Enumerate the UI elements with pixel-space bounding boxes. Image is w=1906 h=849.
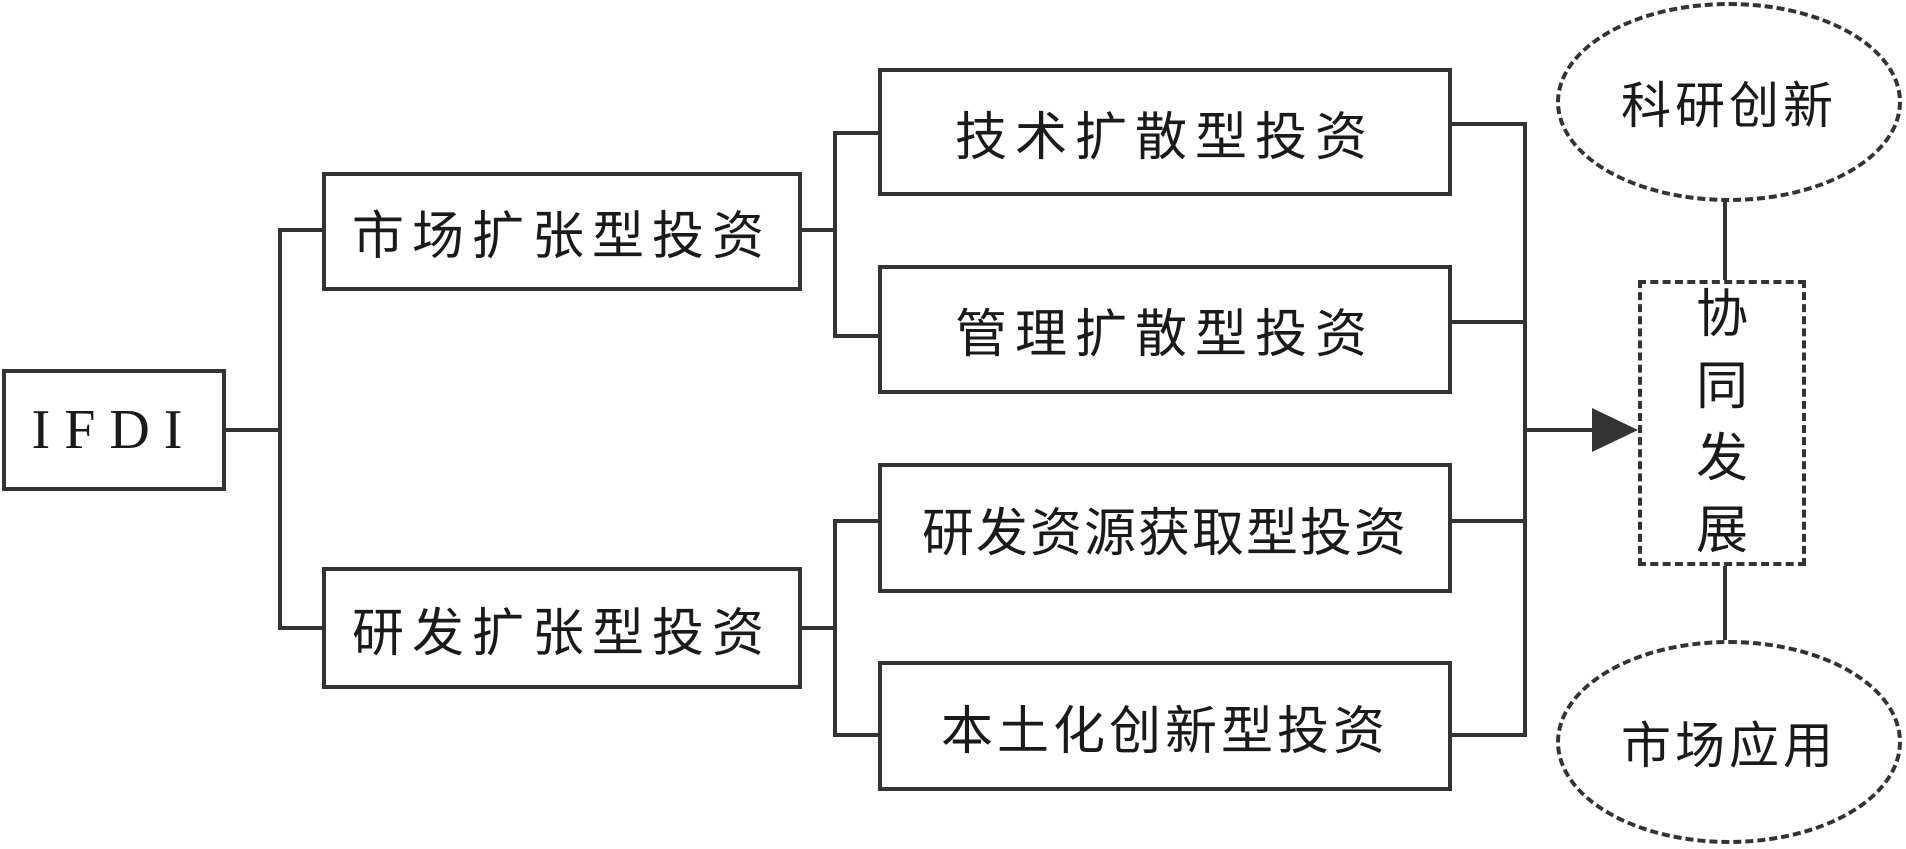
ellipse-label: 市场应用 xyxy=(1621,717,1837,775)
ellipse-label: 科研创新 xyxy=(1621,77,1837,135)
mid-node-rd-expansion: 研发扩张型投资 xyxy=(322,567,802,689)
target-char: 协 xyxy=(1695,285,1748,345)
leaf-node-label: 管理扩散型投资 xyxy=(954,305,1375,365)
target-char: 展 xyxy=(1695,501,1748,561)
root-node-label: IFDI xyxy=(31,399,197,461)
target-node-synergy: 协 同 发 展 xyxy=(1638,280,1806,566)
mid-node-label: 研发扩张型投资 xyxy=(351,603,772,664)
leaf-node-tech-diffusion: 技术扩散型投资 xyxy=(878,68,1452,196)
leaf-node-label: 研发资源获取型投资 xyxy=(921,503,1408,564)
leaf-node-rd-resource: 研发资源获取型投资 xyxy=(878,463,1452,593)
ellipse-market-application: 市场应用 xyxy=(1556,640,1902,844)
target-char: 同 xyxy=(1695,357,1748,417)
leaf-node-label: 本土化创新型投资 xyxy=(940,701,1389,762)
mid-node-market-expansion: 市场扩张型投资 xyxy=(322,172,802,291)
ellipse-research-innovation: 科研创新 xyxy=(1556,2,1902,202)
leaf-node-mgmt-diffusion: 管理扩散型投资 xyxy=(878,265,1452,394)
root-node: IFDI xyxy=(2,369,226,491)
target-char: 发 xyxy=(1695,429,1748,489)
leaf-node-localization: 本土化创新型投资 xyxy=(878,661,1452,791)
leaf-node-label: 技术扩散型投资 xyxy=(954,107,1375,168)
mid-node-label: 市场扩张型投资 xyxy=(351,207,772,267)
arrow-head xyxy=(1592,408,1638,452)
